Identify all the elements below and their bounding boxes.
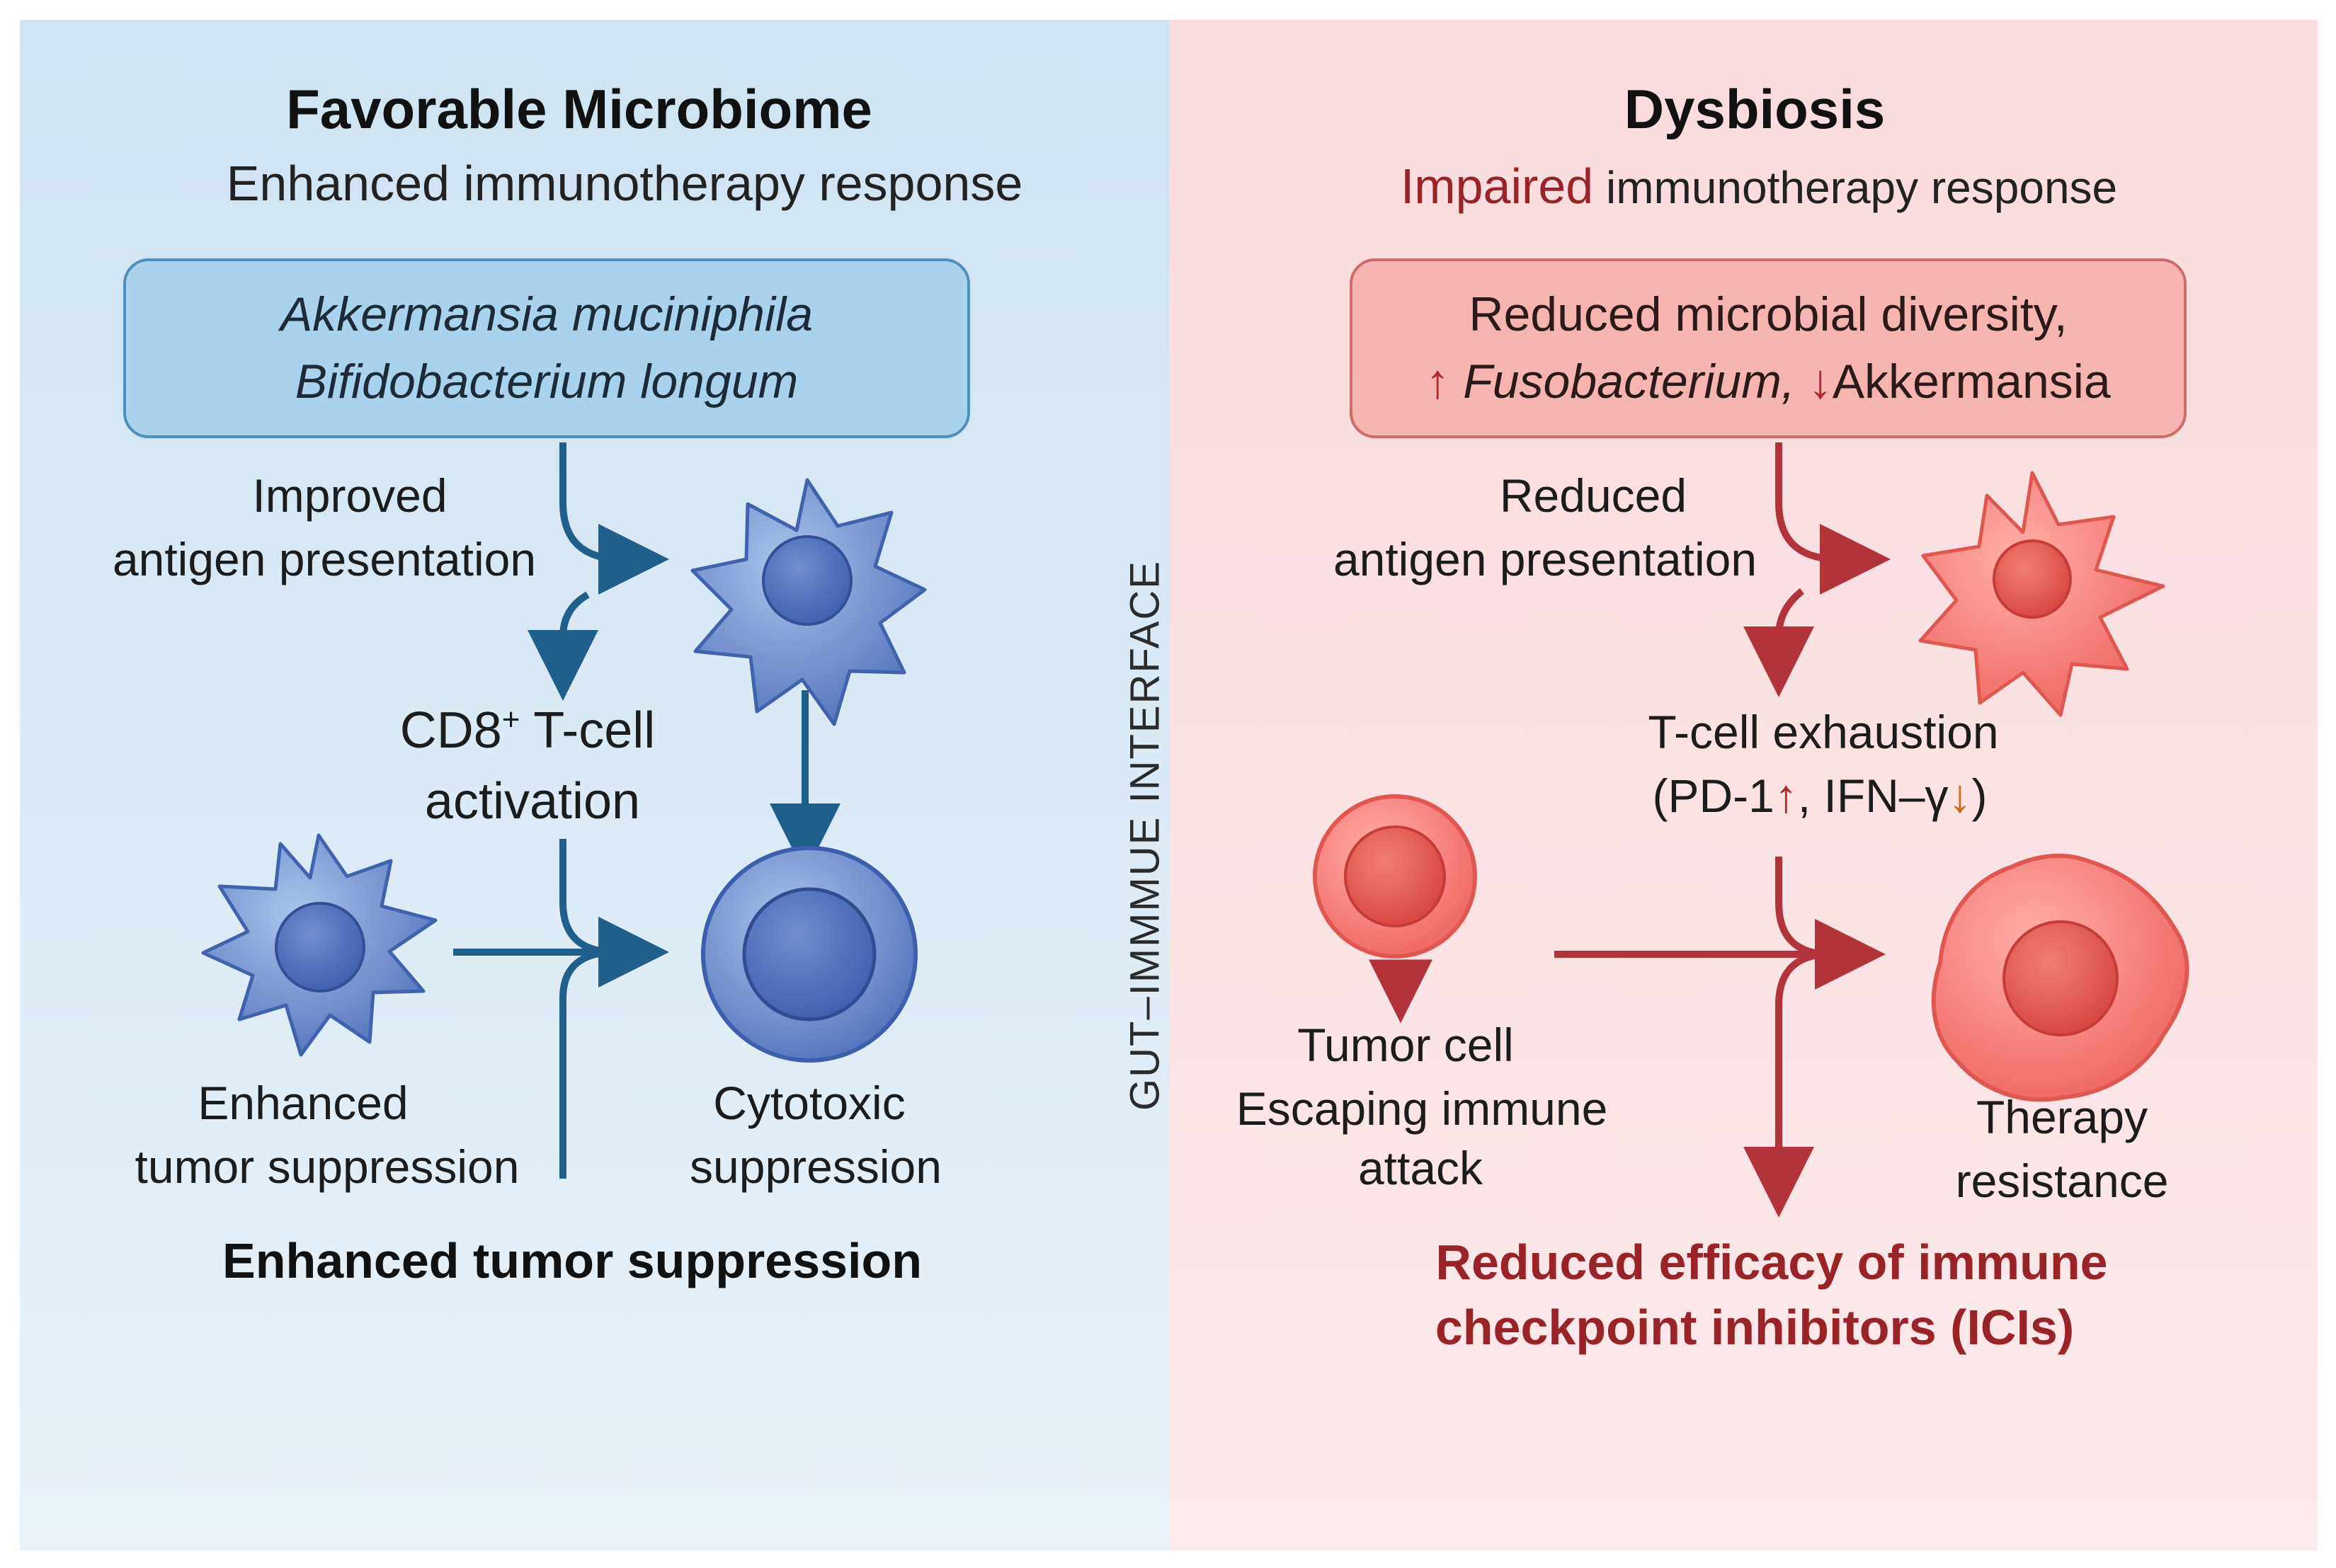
enhanced-label-line2: tumor suppression	[135, 1140, 520, 1193]
left-outcome-label: Enhanced tumor suppression	[222, 1233, 922, 1288]
up-arrow-icon: ↑	[1425, 355, 1450, 408]
favorable-bacteria-box: Akkermansia muciniphila Bifidobacterium …	[123, 258, 970, 438]
cd8-tcell-label-line1: CD8+ T-cell	[399, 702, 656, 759]
arrow-to-exhaustion	[1743, 588, 1814, 697]
left-dendritic-cell-icon	[690, 478, 927, 726]
cd8-tcell-label-line2: activation	[424, 773, 641, 830]
left-cytotoxic-cell-icon	[701, 846, 918, 1063]
improved-antigen-label-line1: Improved	[252, 469, 448, 522]
right-resistant-cell-icon	[1931, 853, 2189, 1102]
left-panel-title: Favorable Microbiome	[286, 78, 872, 140]
therapy-resistance-label-line2: resistance	[1955, 1155, 2169, 1207]
left-t-cell-icon	[201, 833, 438, 1057]
gut-immune-interface-label: GUT–IMMMUE INTERFACE	[1122, 560, 1168, 1111]
cytotoxic-label-line2: suppression	[690, 1140, 942, 1193]
right-tumor-cell-icon	[1313, 794, 1477, 958]
right-outcome-line2: checkpoint inhibitors (ICIs)	[1435, 1300, 2075, 1355]
favorable-bacterium-1: Akkermansia muciniphila	[280, 287, 814, 341]
tumor-cell-label-line1: Tumor cell	[1297, 1019, 1514, 1071]
exhaustion-label-line2: (PD-1↑, IFN–γ↓)	[1652, 769, 1988, 822]
reduced-antigen-label-line1: Reduced	[1499, 469, 1687, 522]
right-dendritic-cell-icon	[1918, 471, 2165, 717]
right-panel-subtitle: Impaired immunotherapy response	[1400, 159, 2118, 214]
exhaustion-label-line1: T-cell exhaustion	[1648, 706, 1999, 758]
favorable-bacterium-2: Bifidobacterium longum	[295, 355, 799, 408]
arrow-exhaustion-merge	[1775, 857, 1831, 958]
arrow-to-reduced-efficacy	[1743, 951, 1831, 1218]
arrow-to-tcell-activation	[528, 591, 598, 701]
impaired-word: Impaired	[1400, 159, 1594, 214]
dysbiosis-box-line2: ↑ Fusobacterium, ↓Akkermansia	[1425, 355, 2111, 408]
tumor-cell-label-line3: attack	[1357, 1142, 1483, 1194]
cytotoxic-label-line1: Cytotoxic	[713, 1077, 906, 1129]
improved-antigen-label-line2: antigen presentation	[112, 533, 537, 585]
dysbiosis-box-line1: Reduced microbial diversity,	[1469, 287, 2068, 341]
arrow-box-to-red-dendritic	[1775, 442, 1891, 595]
arrow-box-to-dendritic	[559, 442, 669, 595]
right-outcome-line1: Reduced efficacy of immune	[1435, 1235, 2108, 1290]
enhanced-label-line1: Enhanced	[198, 1077, 409, 1129]
right-panel-title: Dysbiosis	[1624, 78, 1886, 140]
tumor-cell-label-line2: Escaping immune	[1236, 1082, 1608, 1135]
dysbiosis-box: Reduced microbial diversity, ↑ Fusobacte…	[1350, 258, 2187, 438]
down-arrow-icon: ↓	[1808, 355, 1833, 408]
arrow-lower-merge	[559, 949, 617, 1179]
arrow-activation-merge	[559, 839, 617, 956]
therapy-resistance-label-line1: Therapy	[1976, 1091, 2148, 1143]
ifn-down-arrow-icon: ↓	[1948, 769, 1972, 822]
left-panel-subtitle: Enhanced immunotherapy response	[226, 156, 1023, 211]
pd1-up-arrow-icon: ↑	[1774, 769, 1798, 822]
reduced-antigen-label-line2: antigen presentation	[1333, 533, 1757, 585]
